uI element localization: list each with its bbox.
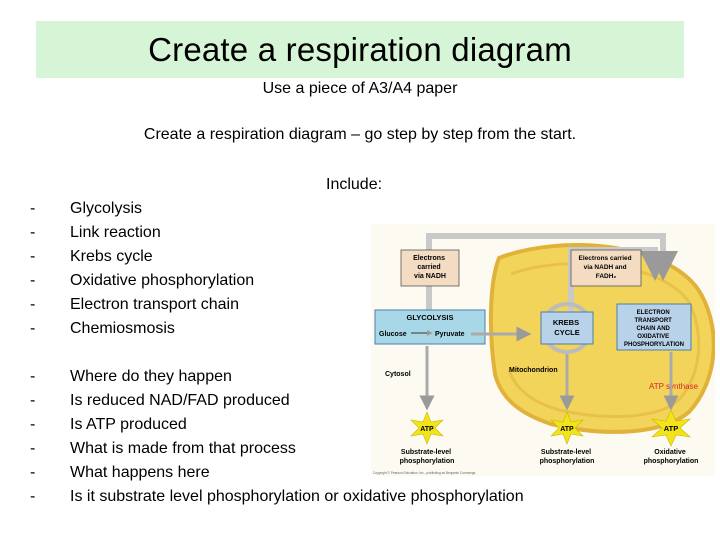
etc-line: OXIDATIVE	[637, 334, 669, 340]
cytosol-label: Cytosol	[385, 371, 411, 378]
bullet-dash: -	[30, 488, 36, 505]
bullet-dash: -	[30, 392, 36, 409]
svg-text:Substrate-level phosphoryl: Substrate-level phosphorylation	[540, 449, 595, 465]
bullet-dash: -	[30, 464, 36, 481]
list-item-text: Glycolysis	[70, 200, 143, 217]
bullet-dash: -	[30, 224, 36, 241]
bullet-dash: -	[30, 416, 36, 433]
questions-list: - Where do they happen - Is reduced NAD/FA…	[30, 365, 524, 509]
list-item: - Is reduced NAD/FAD produced	[30, 389, 524, 413]
copyright-note: Copyright © Pearson Education, Inc., pub…	[373, 471, 476, 475]
electrons-fadh-line: via NADH and	[584, 264, 627, 271]
bullet-dash: -	[30, 440, 36, 457]
list-item: - Chemiosmosis	[30, 317, 254, 341]
list-item: - Is ATP produced	[30, 413, 524, 437]
substrate-level-line: Substrate-level	[541, 449, 591, 456]
glucose-label: Glucose	[379, 331, 407, 338]
subtitle: Use a piece of A3/A4 paper	[262, 80, 458, 97]
respiration-diagram: Electrons carried via NADH Electrons car…	[371, 224, 715, 476]
list-item-text: What is made from that process	[70, 440, 296, 457]
etc-line: CHAIN AND	[636, 326, 670, 332]
list-item-text: Where do they happen	[70, 368, 232, 385]
pyruvate-label: Pyruvate	[435, 331, 465, 338]
bullet-dash: -	[30, 296, 36, 313]
list-item-text: Electron transport chain	[70, 296, 239, 313]
list-item-text: Is ATP produced	[70, 416, 187, 433]
electrons-nadh-line: Electrons	[413, 255, 445, 262]
list-item: - What happens here	[30, 461, 524, 485]
list-item: - Where do they happen	[30, 365, 524, 389]
atp-synthase-label: ATP synthase	[649, 382, 699, 391]
substrate-level-line: phosphorylation	[400, 458, 455, 465]
atp-star-3	[651, 409, 691, 447]
substrate-level-line: phosphorylation	[540, 458, 595, 465]
electrons-fadh-line: FADH₂	[596, 273, 617, 280]
etc-box	[616, 303, 692, 351]
electrons-nadh-box	[400, 249, 460, 287]
list-item-text: Krebs cycle	[70, 248, 153, 265]
list-item: - Is it substrate level phosphorylation o…	[30, 485, 524, 509]
electrons-nadh-line: carried	[417, 264, 440, 271]
list-item-text: Chemiosmosis	[70, 320, 175, 337]
etc-line: ELECTRON	[637, 310, 670, 316]
substrate-level-line: Substrate-level	[401, 449, 451, 456]
svg-text:KREBS CYCLE: KREBS CYCLE	[553, 318, 581, 337]
list-item: - Krebs cycle	[30, 245, 254, 269]
bullet-dash: -	[30, 368, 36, 385]
list-item: - Link reaction	[30, 221, 254, 245]
glycolysis-box	[374, 309, 486, 345]
glycolysis-label: GLYCOLYSIS	[407, 313, 454, 322]
topics-list: -Glycolysis -Link reaction -Krebs cycle …	[30, 197, 254, 341]
electrons-nadh-fadh-box	[570, 249, 642, 287]
svg-text:ELECTRON TRANSPORT CHA: ELECTRON TRANSPORT CHAIN AND OXIDATIVE P…	[624, 310, 684, 348]
electrons-nadh-line: via NADH	[414, 273, 446, 280]
atp-label: ATP	[664, 424, 678, 433]
atp-star-1	[410, 411, 444, 445]
krebs-line: KREBS	[553, 318, 579, 327]
etc-line: TRANSPORT	[634, 318, 672, 324]
list-item: - Oxidative phosphorylation	[30, 269, 254, 293]
svg-text:Electrons carried via NADH: Electrons carried via NADH and FADH₂	[579, 255, 634, 280]
svg-text:Oxidative phosphorylation: Oxidative phosphorylation	[644, 449, 699, 465]
list-item-text: Is reduced NAD/FAD produced	[70, 392, 290, 409]
krebs-line: CYCLE	[554, 328, 579, 337]
title-bar: Create a respiration diagram	[36, 21, 684, 78]
etc-line: PHOSPHORYLATION	[624, 342, 684, 348]
atp-star-2	[550, 411, 584, 445]
svg-text:Substrate-level phosphoryl: Substrate-level phosphorylation	[400, 449, 455, 465]
list-item-text: Is it substrate level phosphorylation or…	[70, 488, 524, 505]
atp-label: ATP	[560, 426, 574, 433]
krebs-cycle-box	[540, 311, 594, 345]
list-item-text: Link reaction	[70, 224, 161, 241]
list-item-text: Oxidative phosphorylation	[70, 272, 255, 289]
list-item: - Glycolysis	[30, 197, 254, 221]
bullet-dash: -	[30, 200, 36, 217]
bullet-dash: -	[30, 320, 36, 337]
mitochondrion-label: Mitochondrion	[509, 367, 558, 374]
electrons-fadh-line: Electrons carried	[579, 255, 632, 262]
svg-text:Electrons carried via: Electrons carried via NADH	[413, 255, 447, 280]
bullet-dash: -	[30, 248, 36, 265]
instruction: Create a respiration diagram – go step b…	[143, 126, 577, 143]
list-item-text: What happens here	[70, 464, 210, 481]
oxidative-line: Oxidative	[654, 449, 686, 456]
list-item: - Electron transport chain	[30, 293, 254, 317]
list-item: - What is made from that process	[30, 437, 524, 461]
oxidative-line: phosphorylation	[644, 458, 699, 465]
slide-title: Create a respiration diagram	[148, 30, 572, 68]
atp-label: ATP	[420, 426, 434, 433]
bullet-dash: -	[30, 272, 36, 289]
include-label: Include:	[326, 176, 383, 193]
